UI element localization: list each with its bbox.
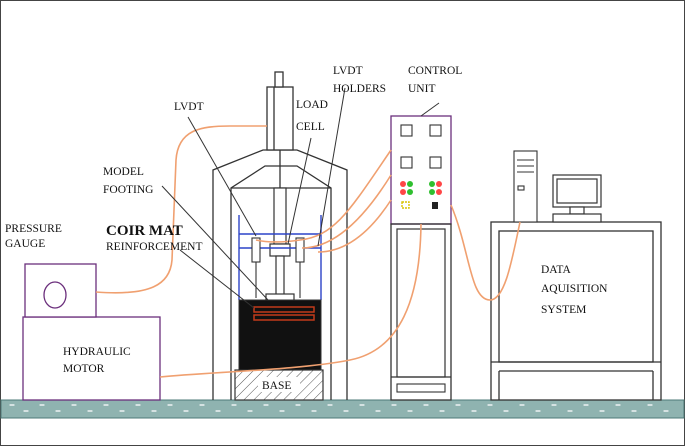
test-tank-soil bbox=[238, 299, 322, 371]
label-coir-mat: COIR MAT bbox=[106, 223, 183, 239]
label-lvdt: LVDT bbox=[174, 101, 204, 113]
cables bbox=[95, 125, 521, 378]
label-pressure-line-2: GAUGE bbox=[5, 238, 45, 250]
label-load-line-1: LOAD bbox=[296, 99, 328, 111]
loading-rod bbox=[265, 187, 295, 302]
label-load-line-2: CELL bbox=[296, 121, 325, 133]
label-data-line-3: SYSTEM bbox=[541, 304, 586, 316]
label-reinforcement: REINFORCEMENT bbox=[106, 241, 202, 253]
hydraulic-motor-box bbox=[22, 316, 161, 401]
base-label-bg bbox=[258, 377, 300, 392]
label-lvdt-holders-line-1: LVDT bbox=[333, 65, 363, 77]
pressure-gauge-dial bbox=[43, 281, 67, 309]
label-control-line-2: UNIT bbox=[408, 83, 435, 95]
control-unit bbox=[390, 115, 452, 401]
computer-monitor bbox=[552, 174, 602, 223]
lvdt-sensor-left bbox=[251, 237, 261, 298]
label-model-line-1: MODEL bbox=[103, 166, 144, 178]
label-base: BASE bbox=[262, 380, 291, 392]
label-data-line-2: AQUISITION bbox=[541, 283, 608, 295]
lvdt-sensor-right bbox=[295, 237, 305, 298]
label-hydraulic-line-2: MOTOR bbox=[63, 363, 105, 375]
coir-mat-layers bbox=[253, 306, 315, 321]
ground-strip bbox=[0, 399, 685, 419]
label-pressure-line-1: PRESSURE bbox=[5, 223, 62, 235]
computer-cpu bbox=[513, 150, 538, 223]
label-model-line-2: FOOTING bbox=[103, 184, 153, 196]
label-hydraulic-line-1: HYDRAULIC bbox=[63, 346, 131, 358]
leader-lines bbox=[161, 87, 440, 309]
label-lvdt-holders-line-2: HOLDERS bbox=[333, 83, 386, 95]
label-control-line-1: CONTROL bbox=[408, 65, 462, 77]
label-data-line-1: DATA bbox=[541, 264, 571, 276]
hydraulic-jack bbox=[266, 71, 294, 188]
